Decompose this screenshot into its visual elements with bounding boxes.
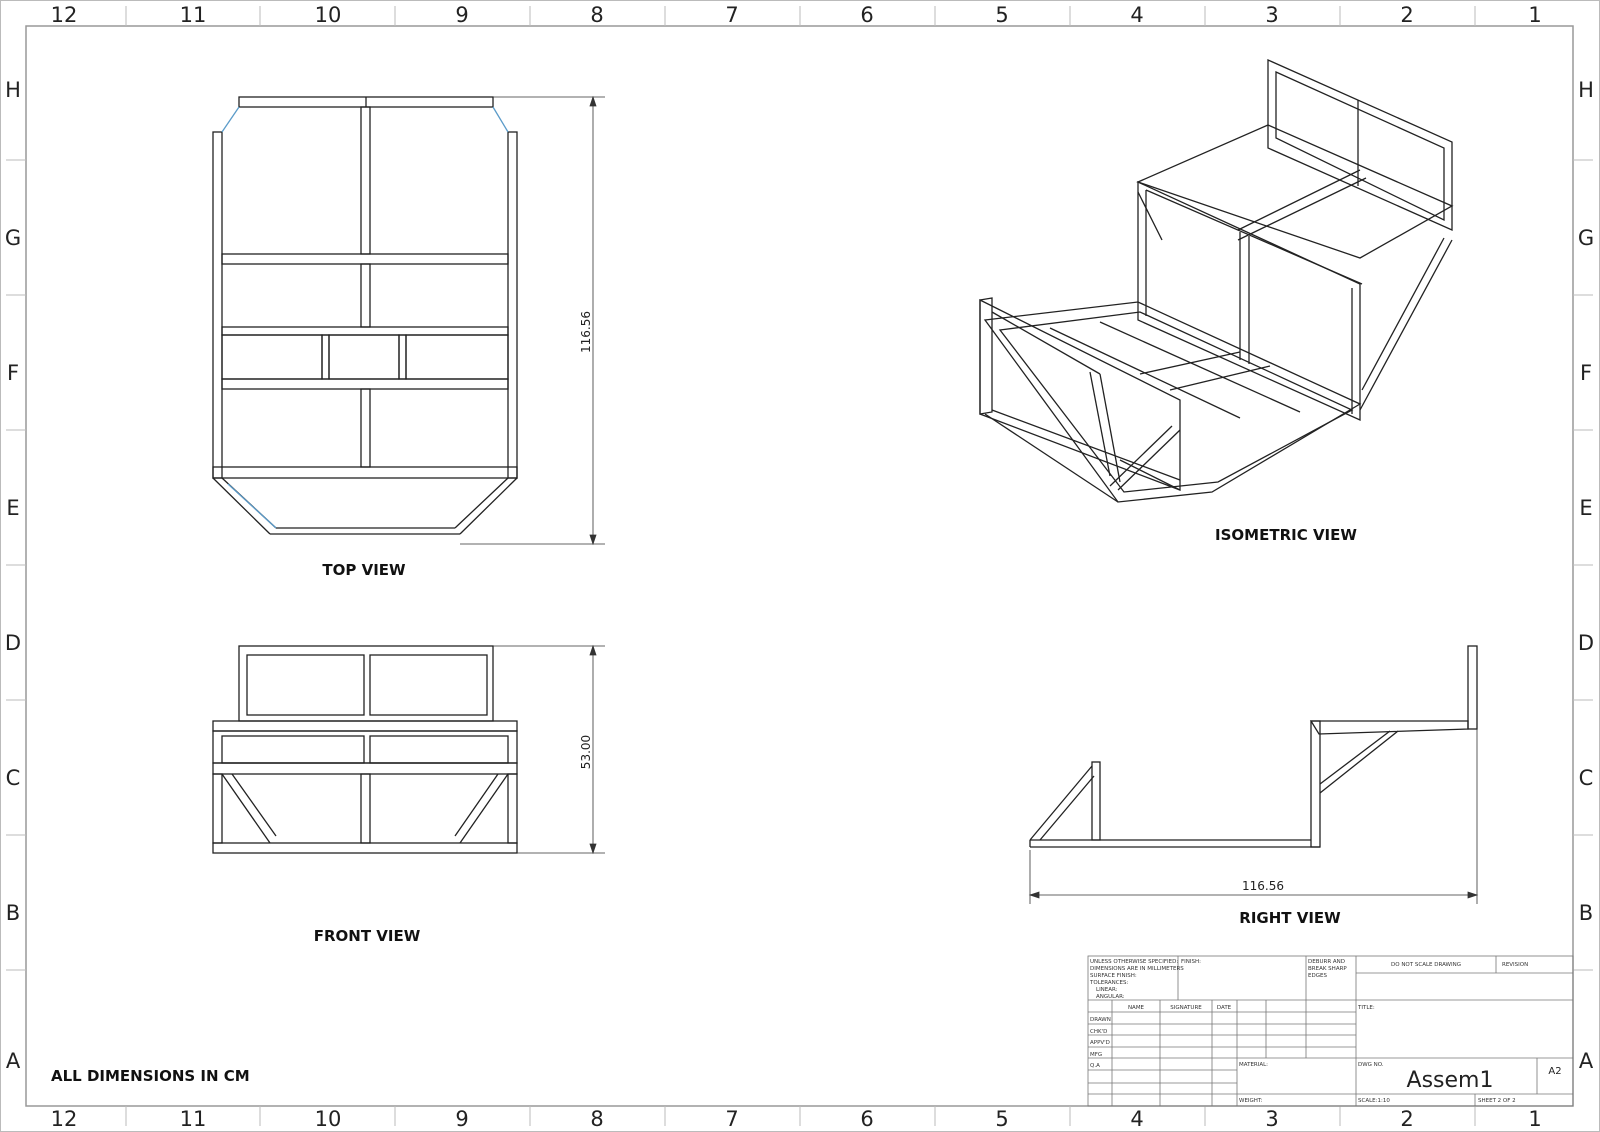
zone-row-left-A: A (6, 1049, 21, 1073)
zone-row-right-B: B (1579, 901, 1593, 925)
header-name: NAME (1128, 1005, 1145, 1011)
deburr-line-2: BREAK SHARP (1308, 966, 1347, 972)
zone-row-left-B: B (6, 901, 20, 925)
isometric-view-drawing (979, 58, 1454, 503)
revision-label: REVISION (1502, 962, 1528, 968)
general-notes-line-5: LINEAR: (1096, 987, 1118, 993)
deburr-line-1: DEBURR AND (1308, 959, 1345, 965)
zone-col-top-10: 10 (315, 3, 342, 27)
front-view-dimension-text: 53.00 (579, 735, 593, 769)
zone-col-bottom-6: 6 (860, 1107, 873, 1131)
zone-col-top-7: 7 (725, 3, 738, 27)
zone-col-top-6: 6 (860, 3, 873, 27)
zone-col-bottom-3: 3 (1265, 1107, 1278, 1131)
zone-col-top-1: 1 (1528, 3, 1541, 27)
role-mfg: MFG (1090, 1052, 1102, 1058)
sheet-label: SHEET 2 OF 2 (1478, 1098, 1516, 1104)
zone-row-right-F: F (1580, 361, 1592, 385)
zone-row-right-A: A (1579, 1049, 1594, 1073)
deburr-line-3: EDGES (1308, 973, 1327, 979)
zone-col-bottom-12: 12 (51, 1107, 78, 1131)
zone-col-bottom-1: 1 (1528, 1107, 1541, 1131)
isometric-view-label: ISOMETRIC VIEW (1215, 526, 1357, 544)
zone-col-top-4: 4 (1130, 3, 1143, 27)
zone-col-top-5: 5 (995, 3, 1008, 27)
right-view-label: RIGHT VIEW (1239, 909, 1341, 927)
zone-col-bottom-2: 2 (1400, 1107, 1413, 1131)
right-view-drawing (1029, 645, 1478, 848)
front-view-drawing (212, 645, 518, 854)
zone-col-bottom-7: 7 (725, 1107, 738, 1131)
header-date: DATE (1217, 1005, 1232, 1011)
title-block-grid (1087, 955, 1574, 1107)
zone-col-bottom-8: 8 (590, 1107, 603, 1131)
zone-col-bottom-10: 10 (315, 1107, 342, 1131)
top-view-dimension-text: 116.56 (579, 311, 593, 353)
role-approved: APPV'D (1090, 1040, 1110, 1046)
title-label: TITLE: (1357, 1005, 1375, 1011)
dwg-no-label: DWG NO. (1358, 1062, 1384, 1068)
zone-col-top-12: 12 (51, 3, 78, 27)
zone-row-left-H: H (5, 78, 21, 102)
zone-row-right-E: E (1579, 496, 1592, 520)
zone-row-right-C: C (1579, 766, 1594, 790)
top-view-drawing (212, 96, 518, 535)
zone-row-right-G: G (1578, 226, 1594, 250)
right-view-dimension-line (1028, 729, 1479, 904)
do-not-scale-label: DO NOT SCALE DRAWING (1391, 962, 1461, 968)
top-view-dimension-line (460, 95, 605, 546)
dimensions-note: ALL DIMENSIONS IN CM (51, 1067, 250, 1085)
header-signature: SIGNATURE (1170, 1005, 1202, 1011)
zone-column-dividers (6, 6, 1593, 1126)
zone-col-bottom-4: 4 (1130, 1107, 1143, 1131)
zone-col-bottom-11: 11 (180, 1107, 207, 1131)
general-notes-line-1: UNLESS OTHERWISE SPECIFIED: (1090, 959, 1178, 965)
weight-label: WEIGHT: (1239, 1098, 1263, 1104)
size-value: A2 (1548, 1066, 1561, 1077)
top-view-label: TOP VIEW (322, 561, 406, 579)
zone-col-top-11: 11 (180, 3, 207, 27)
zone-col-top-9: 9 (455, 3, 468, 27)
zone-row-left-E: E (6, 496, 19, 520)
zone-col-top-2: 2 (1400, 3, 1413, 27)
general-notes-line-2: DIMENSIONS ARE IN MILLIMETERS (1090, 966, 1184, 972)
front-view-label: FRONT VIEW (314, 927, 421, 945)
zone-row-left-C: C (6, 766, 21, 790)
right-view-dimension-text: 116.56 (1242, 879, 1284, 893)
finish-label: FINISH: (1181, 959, 1201, 965)
material-label: MATERIAL: (1239, 1062, 1268, 1068)
zone-row-left-D: D (5, 631, 21, 655)
role-drawn: DRAWN (1090, 1017, 1111, 1023)
general-notes-line-6: ANGULAR: (1096, 994, 1125, 1000)
role-qa: Q.A (1090, 1063, 1100, 1069)
dwg-no-value: Assem1 (1407, 1068, 1494, 1093)
zone-col-top-8: 8 (590, 3, 603, 27)
zone-row-left-F: F (7, 361, 19, 385)
general-notes-line-3: SURFACE FINISH: (1090, 973, 1137, 979)
front-view-dimension-line (493, 644, 605, 855)
inner-border (25, 25, 1574, 1107)
zone-row-right-H: H (1578, 78, 1594, 102)
zone-col-top-3: 3 (1265, 3, 1278, 27)
zone-col-bottom-5: 5 (995, 1107, 1008, 1131)
general-notes-line-4: TOLERANCES: (1089, 980, 1129, 986)
zone-col-bottom-9: 9 (455, 1107, 468, 1131)
zone-row-right-D: D (1578, 631, 1594, 655)
zone-row-left-G: G (5, 226, 21, 250)
scale-label: SCALE:1:10 (1358, 1098, 1390, 1104)
role-checked: CHK'D (1090, 1029, 1107, 1035)
